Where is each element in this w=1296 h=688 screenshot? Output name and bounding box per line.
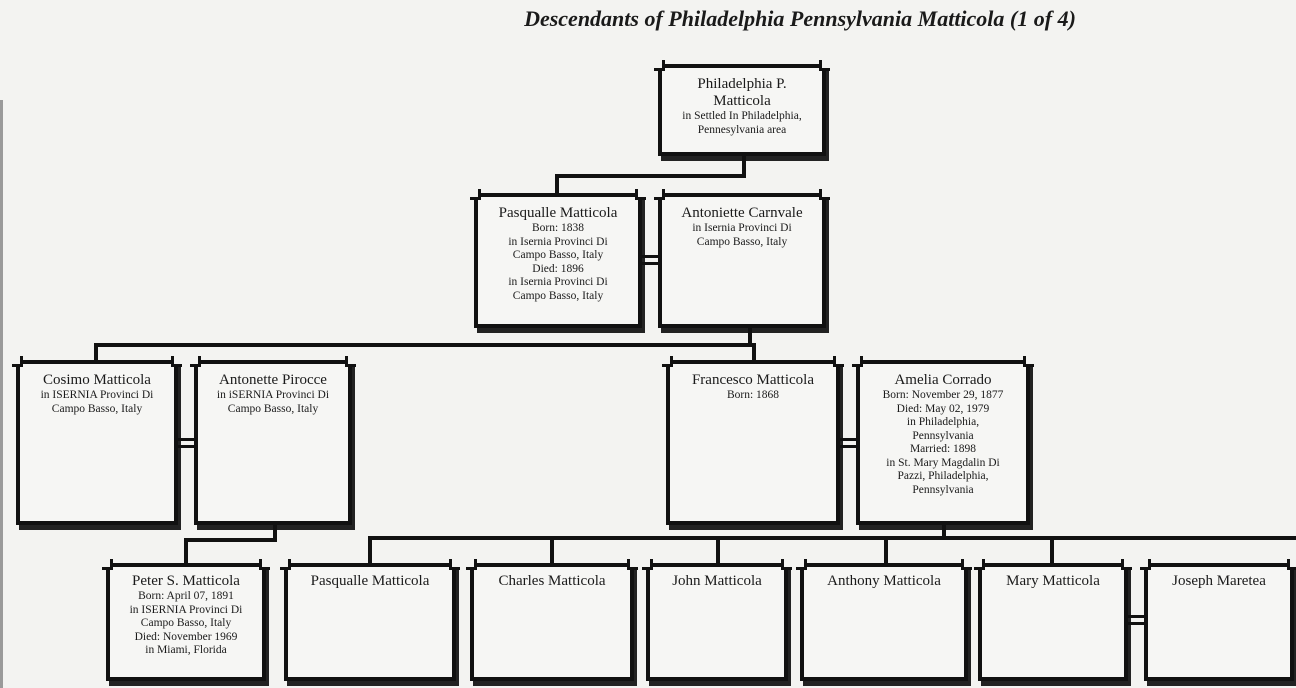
person-detail: in ISERNIA Provinci Di [40, 389, 154, 401]
person-detail: Pazzi, Philadelphia, [897, 470, 989, 482]
spouse-link [840, 438, 856, 441]
person-name: Amelia Corrado [894, 372, 992, 388]
person-name: Francesco Matticola [691, 372, 815, 388]
person-name: Antonette Pirocce [219, 372, 327, 388]
person-detail: Born: 1838 [531, 222, 585, 234]
person-detail: Pennsylvania [912, 429, 974, 442]
person-name: Anthony Matticola [827, 573, 941, 589]
children-link [273, 525, 277, 541]
person-detail: Pennsylvania [912, 483, 974, 496]
person-box-john: John Matticola [642, 559, 792, 681]
spouse-link [642, 255, 658, 258]
person-detail: Married: 1898 [909, 443, 977, 455]
children-link [1050, 536, 1054, 564]
spouse-link [642, 262, 658, 265]
person-detail: in Settled In Philadelphia, [682, 110, 802, 122]
person-detail: in Isernia Provinci Di [508, 276, 608, 288]
spouse-link [1128, 622, 1144, 625]
person-detail: Died: November 1969 [134, 630, 238, 643]
person-detail: in St. Mary Magdalin Di [886, 456, 1000, 469]
person-detail: in iSERNIA Provinci Di [216, 389, 330, 401]
person-detail: in Miami, Florida [145, 644, 227, 656]
person-detail: Born: April 07, 1891 [138, 590, 234, 602]
person-detail: in Isernia Provinci Di [508, 235, 608, 248]
person-name: Pasqualle Matticola [498, 205, 618, 221]
person-detail: Pennesylvania area [697, 123, 787, 136]
person-name: Philadelphia P. Matticola [697, 76, 787, 109]
person-box-joseph: Joseph Maretea [1140, 559, 1296, 681]
chart-title: Descendants of Philadelphia Pennsylvania… [524, 6, 1076, 31]
person-detail: Campo Basso, Italy [696, 235, 788, 248]
person-box-anthony: Anthony Matticola [796, 559, 972, 681]
person-name: John Matticola [672, 573, 762, 589]
person-detail: Campo Basso, Italy [51, 402, 143, 415]
person-name: Mary Matticola [1006, 573, 1100, 589]
person-detail: in ISERNIA Provinci Di [129, 603, 243, 616]
parent-link [555, 174, 559, 194]
children-link [184, 538, 188, 564]
children-link [716, 536, 720, 564]
spouse-link [840, 445, 856, 448]
person-detail: in Isernia Provinci Di [692, 222, 792, 234]
person-detail: Campo Basso, Italy [512, 289, 604, 302]
spouse-link [178, 438, 194, 441]
person-detail: Died: May 02, 1979 [896, 402, 990, 415]
children-link [942, 525, 946, 539]
children-link [184, 538, 277, 542]
children-link [752, 343, 756, 361]
person-name: Charles Matticola [498, 573, 606, 589]
person-box-mary: Mary Matticola [974, 559, 1132, 681]
children-link [94, 343, 98, 361]
person-detail: Died: 1896 [532, 262, 584, 275]
person-name: Cosimo Matticola [43, 372, 151, 388]
person-name: Antoniette Carnvale [681, 205, 803, 221]
person-box-charles: Charles Matticola [466, 559, 638, 681]
children-link [94, 343, 752, 347]
person-name: Peter S. Matticola [132, 573, 240, 589]
person-detail: Born: 1868 [726, 389, 780, 401]
children-link [884, 536, 888, 564]
person-name: Joseph Maretea [1172, 573, 1266, 589]
person-detail: Campo Basso, Italy [140, 617, 232, 629]
parent-link [555, 174, 746, 178]
children-link [368, 536, 372, 564]
person-detail: Campo Basso, Italy [227, 402, 319, 415]
person-box-pasqualle-jr: Pasqualle Matticola [280, 559, 460, 681]
parent-link [742, 156, 746, 178]
children-link [748, 328, 752, 346]
children-link [550, 536, 554, 564]
person-name: Pasqualle Matticola [310, 573, 430, 589]
children-link [368, 536, 1296, 540]
page-edge [0, 100, 3, 688]
person-detail: in Philadelphia, [906, 416, 980, 428]
person-detail: Campo Basso, Italy [512, 249, 604, 261]
spouse-link [1128, 615, 1144, 618]
spouse-link [178, 445, 194, 448]
person-detail: Born: November 29, 1877 [882, 389, 1004, 401]
